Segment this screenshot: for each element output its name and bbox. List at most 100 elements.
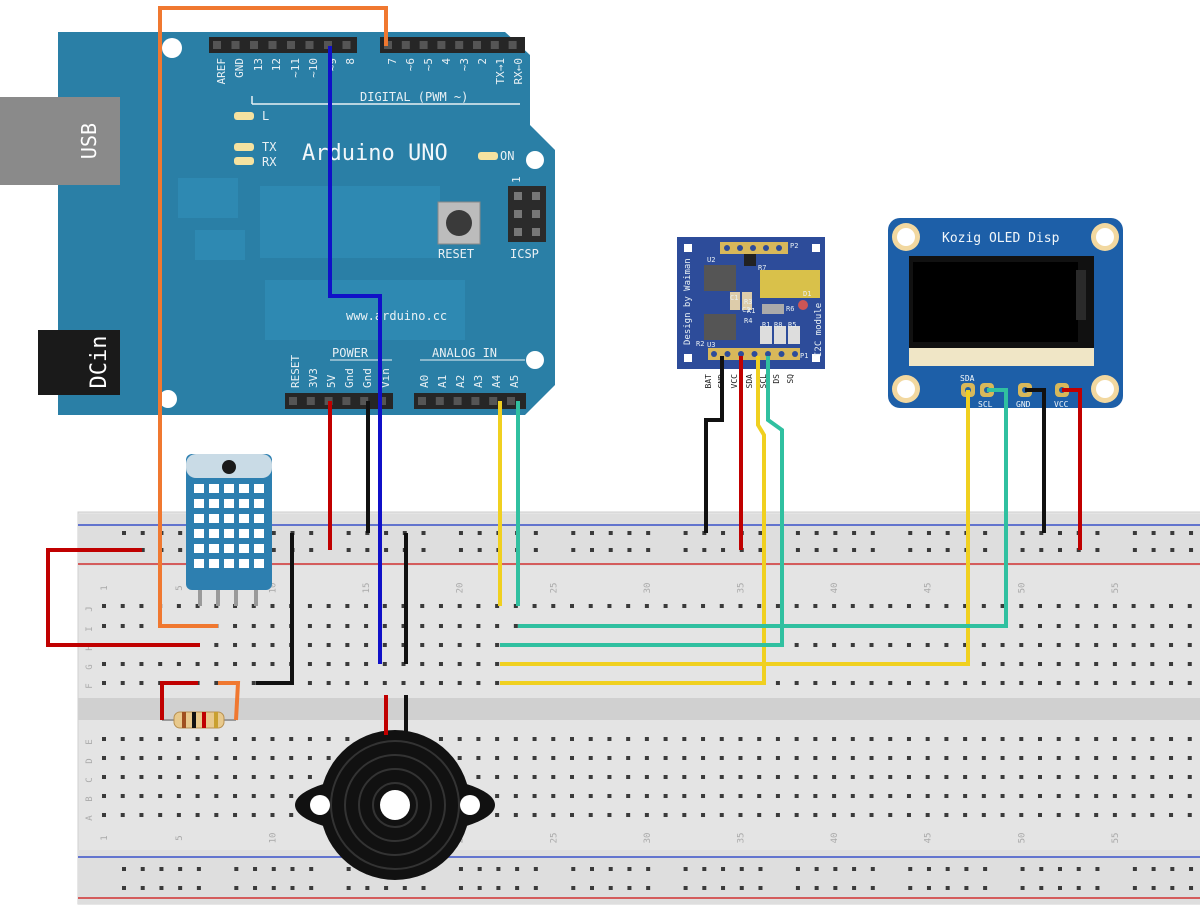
column-number: 5 [175, 835, 185, 840]
digital-pin-label: ~10 [307, 58, 320, 78]
analog-pin-label: A5 [508, 375, 521, 388]
wire-green-oled-scl [518, 388, 1008, 628]
digital-pin-label: ~11 [289, 58, 302, 78]
digital-header-left [209, 37, 357, 53]
rtc-component-label: R7 [758, 264, 766, 272]
column-number: 50 [1017, 833, 1027, 844]
rtc-component-label: R2 [696, 340, 704, 348]
rtc-pin-label: BAT [704, 374, 713, 389]
led-on [478, 152, 498, 160]
rtc-component-label: R1 [762, 321, 770, 329]
power-pin-label: Gnd [343, 368, 356, 388]
on-label: ON [500, 149, 514, 163]
row-letter: G [85, 664, 95, 669]
rtc-component-label: P1 [800, 352, 808, 360]
digital-pin-label: 2 [476, 58, 489, 65]
digital-pin-label: 8 [344, 58, 357, 65]
digital-pin-label: GND [233, 58, 246, 78]
wire-green-rtc-scl [500, 356, 784, 647]
wire-yellow-oled-sda [500, 390, 970, 666]
rtc-component-label: C2 [742, 306, 750, 314]
column-number: 5 [175, 585, 185, 590]
rtc-component-label: P2 [790, 242, 798, 250]
column-number: 10 [268, 833, 278, 844]
wire-black-oled-gnd [1025, 388, 1046, 533]
wire-black-rtc-gnd [704, 356, 724, 533]
column-number: 35 [736, 833, 746, 844]
rtc-component-label: R8 [774, 321, 782, 329]
digital-pin-label: ~9 [326, 58, 339, 71]
digital-pin-label: 12 [270, 58, 283, 71]
rtc-bottom-header [708, 348, 800, 360]
wires [46, 6, 1082, 721]
led-rx-label: RX [262, 155, 277, 169]
rtc-credit: Design by Waiman [683, 258, 693, 345]
led-tx-label: TX [262, 140, 277, 154]
digital-pin-label: ~3 [458, 58, 471, 71]
digital-pin-label: 4 [440, 58, 453, 65]
breadboard: JIHGFEDCBA115510101515202025253030353540… [77, 511, 1200, 905]
power-pin-label: 5V [325, 374, 338, 388]
wire-orange-d7 [158, 6, 388, 628]
usb-port: USB [0, 97, 120, 185]
rtc-top-header [720, 242, 788, 254]
column-number: 40 [830, 833, 840, 844]
column-number: 55 [1111, 833, 1121, 844]
row-letter: H [85, 645, 95, 650]
row-letter: A [85, 815, 95, 821]
column-number: 20 [456, 583, 466, 594]
digital-pin-label: TX→1 [494, 58, 507, 85]
oled-pin-label: GND [1016, 400, 1031, 409]
column-number: 10 [268, 583, 278, 594]
rtc-pin-label: SQ [786, 374, 795, 384]
dc-jack: DCin [38, 330, 120, 395]
led-rx [234, 157, 254, 165]
digital-pin-label: ~5 [422, 58, 435, 71]
power-pin-label: 3V3 [307, 368, 320, 388]
rtc-pin-label: DS [772, 374, 781, 384]
icsp-pin1-label: 1 [510, 176, 523, 183]
column-number: 35 [736, 583, 746, 594]
rtc-component-label: R3 [744, 298, 752, 306]
led-tx [234, 143, 254, 151]
column-number: 15 [362, 583, 372, 594]
row-letter: J [85, 606, 95, 611]
column-number: 25 [549, 833, 559, 844]
power-pin-label: Gnd [361, 368, 374, 388]
oled-screen [909, 256, 1094, 366]
url-label: www.arduino.cc [346, 309, 447, 323]
row-letter: C [85, 777, 95, 782]
wire-black-dht-gnd [256, 533, 294, 685]
wire-red-oled-vcc [1062, 388, 1082, 550]
rtc-component-label: C1 [730, 294, 738, 302]
reset-label: RESET [438, 247, 474, 261]
row-letter: B [85, 796, 95, 801]
row-letter: F [85, 683, 95, 688]
rtc-chip-u2 [704, 265, 736, 291]
analog-pin-label: A3 [472, 375, 485, 388]
piezo-buzzer [295, 695, 495, 880]
wire-red-resistor [160, 681, 198, 720]
row-letter: I [85, 626, 95, 631]
rtc-component-label: R6 [786, 305, 794, 313]
column-number: 50 [1017, 583, 1027, 594]
center-channel [78, 698, 1200, 720]
power-header [285, 393, 393, 409]
dcin-label: DCin [87, 336, 112, 389]
rtc-pin-label: VCC [730, 374, 739, 389]
oled-title: Kozig OLED Disp [942, 231, 1060, 246]
column-number: 55 [1111, 583, 1121, 594]
power-pin-label: Vin [379, 368, 392, 388]
reset-button[interactable] [437, 201, 481, 245]
bottom-power-rail [78, 850, 1200, 904]
column-number: 40 [830, 583, 840, 594]
analog-pin-label: A0 [418, 375, 431, 388]
